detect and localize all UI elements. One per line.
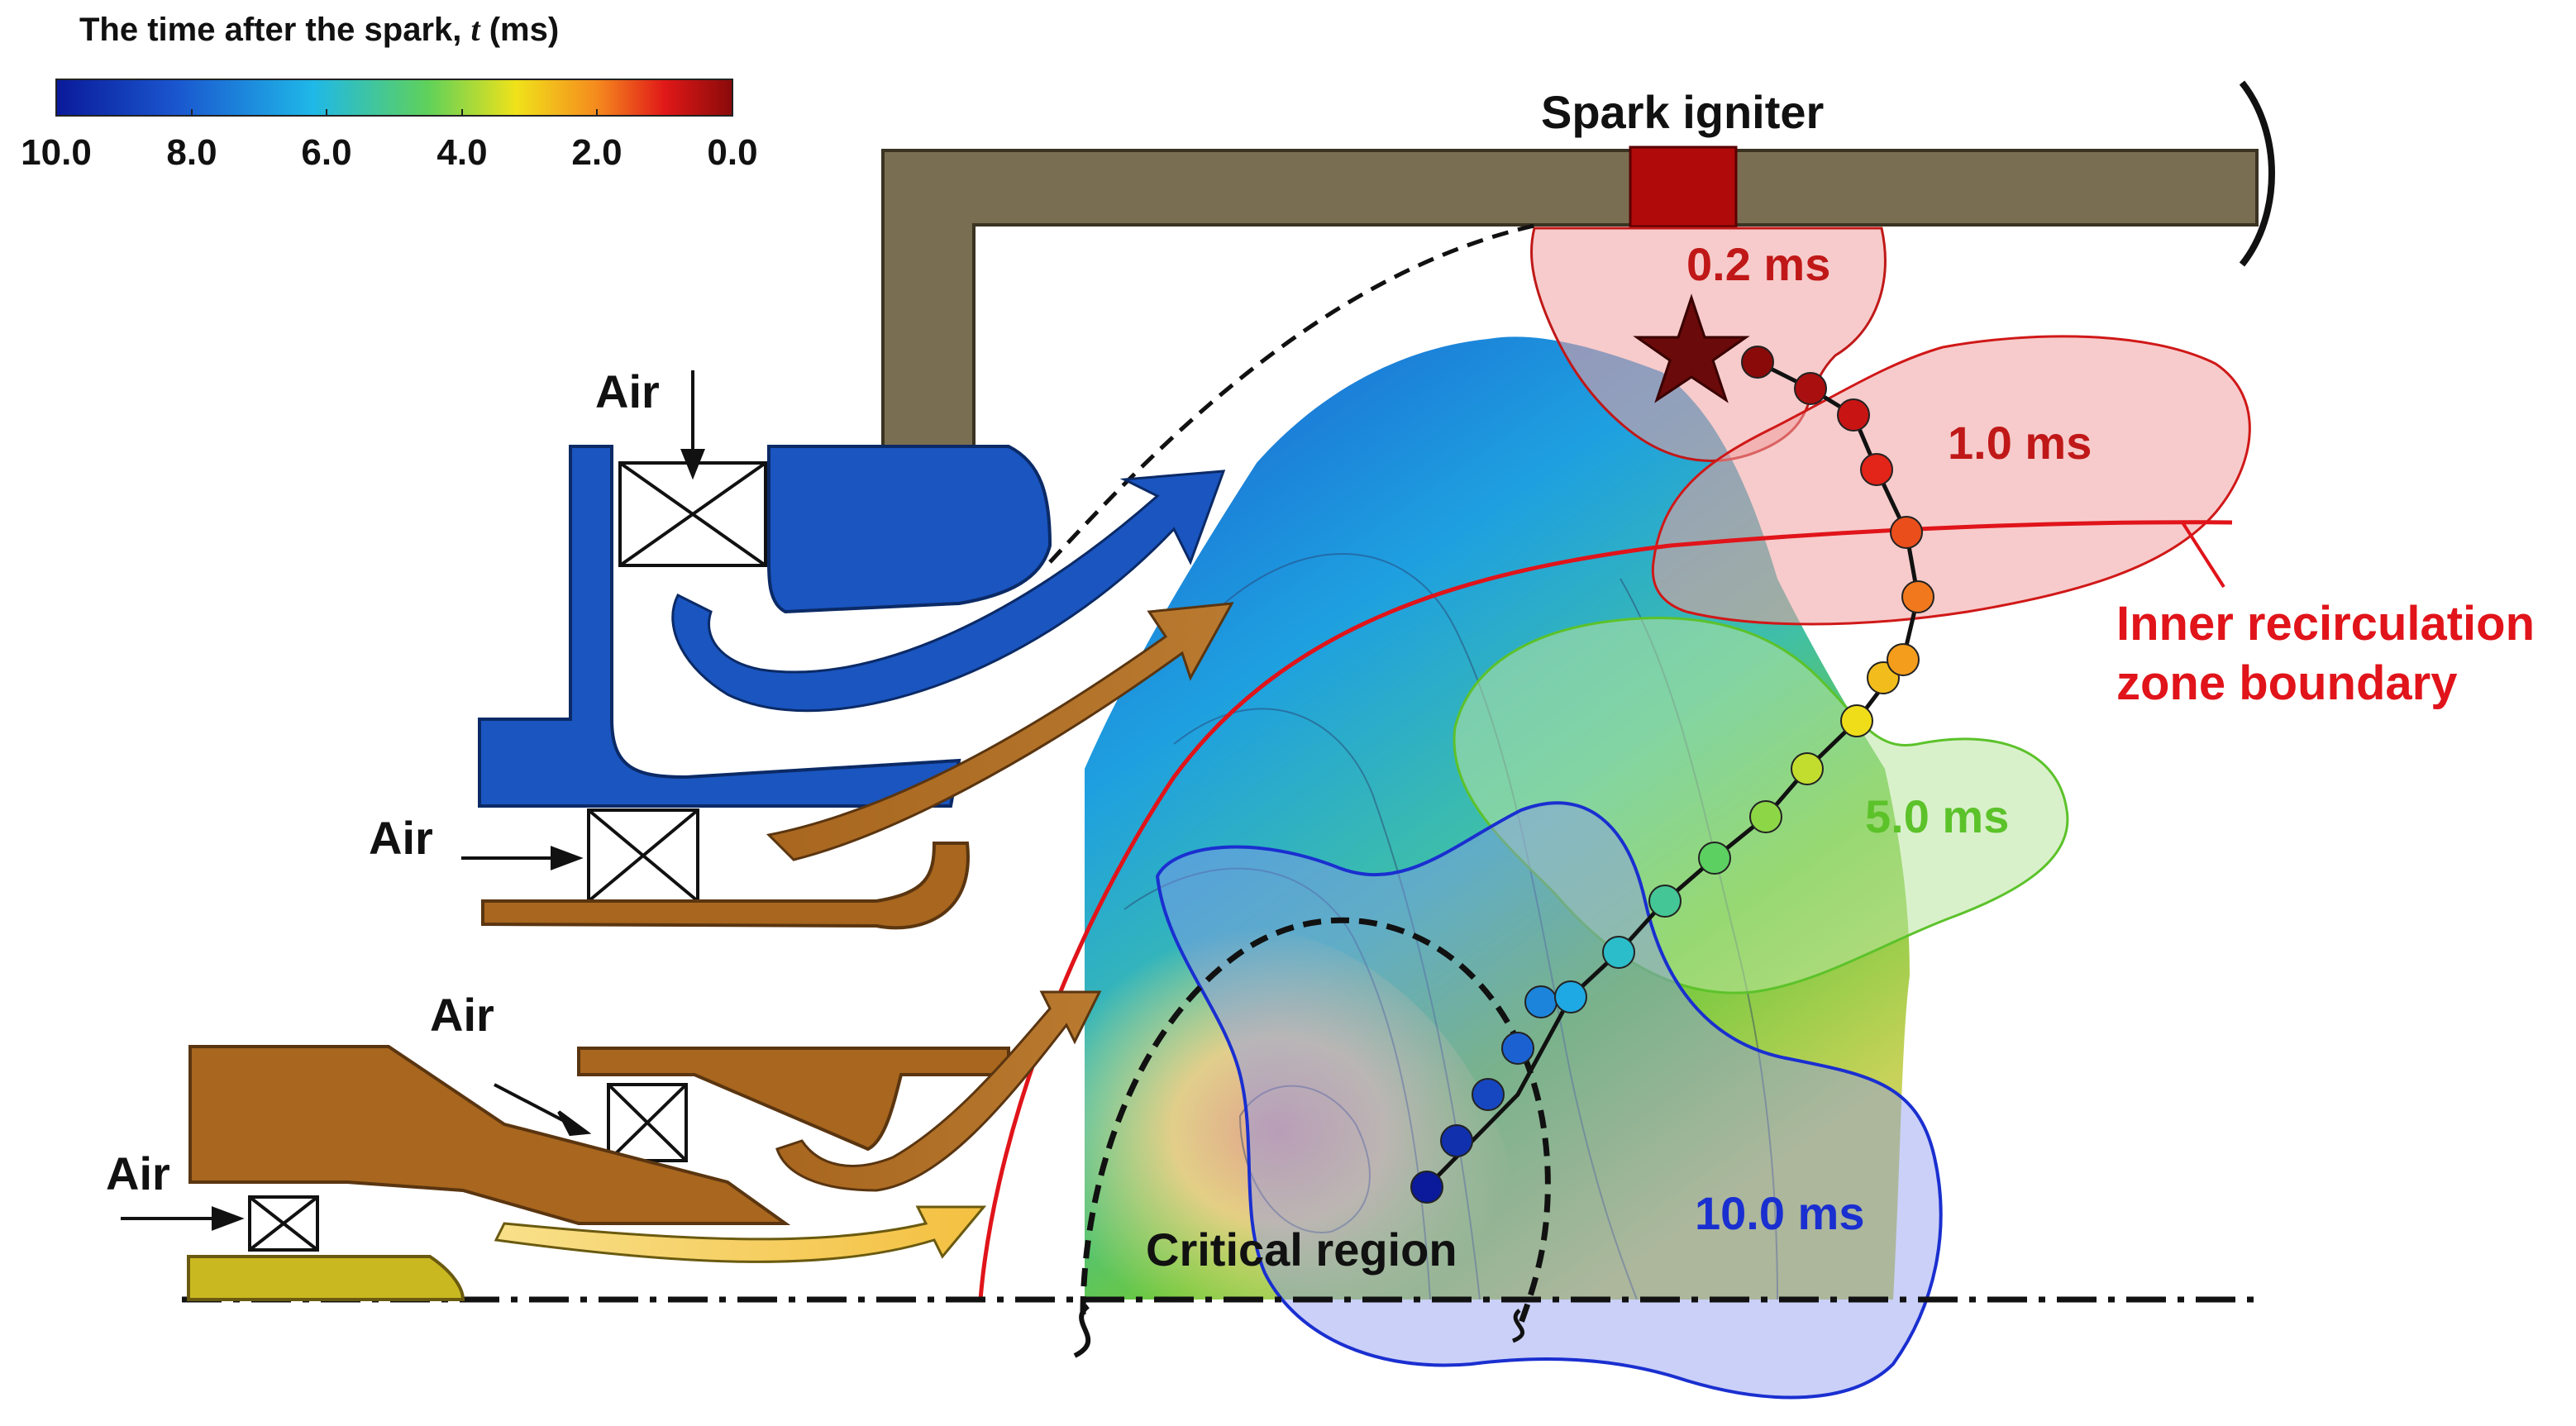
colorbar-title-variable: t	[470, 11, 480, 48]
air-label-top: Air	[595, 365, 660, 417]
trajectory-point	[1410, 1171, 1443, 1204]
flow-arrow-brown-low	[775, 990, 1102, 1192]
flow-arrow-brown-mid	[766, 602, 1234, 861]
swirler-vane-low	[607, 1083, 688, 1162]
kernel-label-10-0ms: 10.0 ms	[1695, 1187, 1865, 1239]
trajectory-point	[1602, 936, 1635, 969]
trajectory-point	[1837, 398, 1870, 432]
colorbar	[55, 79, 733, 117]
spark-star	[1633, 293, 1750, 403]
colorbar-tick-label: 4.0	[436, 132, 488, 173]
trajectory-point	[1698, 842, 1731, 875]
hot-zone	[1085, 926, 1517, 1300]
colorbar-title-text: The time after the spark,	[79, 12, 471, 48]
axis-break-left	[1073, 1304, 1091, 1358]
colorbar-tick-label: 2.0	[571, 132, 623, 173]
swirler-vane-top	[618, 461, 767, 567]
kernel-1-0ms	[1651, 335, 2251, 626]
trajectory-point	[1501, 1032, 1534, 1065]
air-arrows	[121, 370, 705, 1231]
trajectory-point	[1648, 885, 1682, 918]
kernel-label-0-2ms: 0.2 ms	[1686, 238, 1831, 290]
colorbar-tick-label: 0.0	[707, 132, 758, 173]
trajectory-point	[1901, 580, 1934, 613]
trajectory-point	[1794, 372, 1827, 405]
colorbar-tick-label: 8.0	[166, 132, 217, 173]
kernel-label-1-0ms: 1.0 ms	[1948, 417, 2092, 469]
colorbar-tick-label: 6.0	[301, 132, 352, 173]
swirler-vane-bottom	[248, 1195, 319, 1252]
swirler-yellow-base	[187, 1255, 465, 1301]
swirler-brown-mid	[481, 842, 970, 930]
air-label-mid: Air	[369, 812, 433, 864]
spark-igniter	[1629, 145, 1738, 228]
colorbar-ticks	[55, 109, 733, 116]
wall-break-mark	[2239, 80, 2275, 267]
trajectory-point	[1741, 346, 1774, 379]
air-label-bottom: Air	[106, 1147, 170, 1199]
spark-igniter-label: Spark igniter	[1541, 86, 1825, 138]
colorbar-tick-label: 10.0	[21, 132, 92, 173]
swirler-lip-blue	[767, 445, 1052, 614]
trajectory-point	[1890, 516, 1923, 549]
trajectory-point	[1524, 985, 1558, 1018]
swirler-brown-lower	[577, 1047, 1010, 1152]
kernel-trajectory	[1425, 360, 1920, 1189]
trajectory-point	[1840, 704, 1873, 737]
trajectory-point	[1749, 800, 1782, 833]
trajectory-point	[1860, 453, 1893, 486]
trajectory-point	[1440, 1124, 1473, 1157]
irz-leader	[2181, 521, 2225, 589]
flow-arrow-blue-top	[671, 470, 1226, 713]
critical-region-boundary	[1080, 917, 1551, 1324]
trajectory-point	[1791, 752, 1824, 785]
colorbar-title-unit: (ms)	[479, 12, 560, 48]
flame-edge-dashed	[1048, 222, 1538, 564]
trajectory-point	[1472, 1078, 1505, 1111]
trajectory-point	[1887, 643, 1920, 676]
kernel-10-0ms	[1155, 801, 1943, 1400]
irz-label-line2: zone boundary	[2116, 656, 2458, 710]
critical-region-label: Critical region	[1146, 1223, 1457, 1276]
trajectory-point	[1554, 980, 1587, 1013]
axis-break-right	[1511, 1309, 1524, 1343]
swirler-vane-mid	[587, 808, 699, 903]
air-label-low: Air	[430, 989, 494, 1041]
swirler-brown-bottom	[188, 1045, 791, 1225]
kernel-label-5-0ms: 5.0 ms	[1865, 790, 2010, 842]
flow-arrow-yellow	[494, 1205, 987, 1263]
irz-label-line1: Inner recirculation	[2116, 597, 2535, 651]
colorbar-title: The time after the spark, t (ms)	[79, 11, 560, 48]
trajectory-points	[1410, 346, 1934, 1204]
